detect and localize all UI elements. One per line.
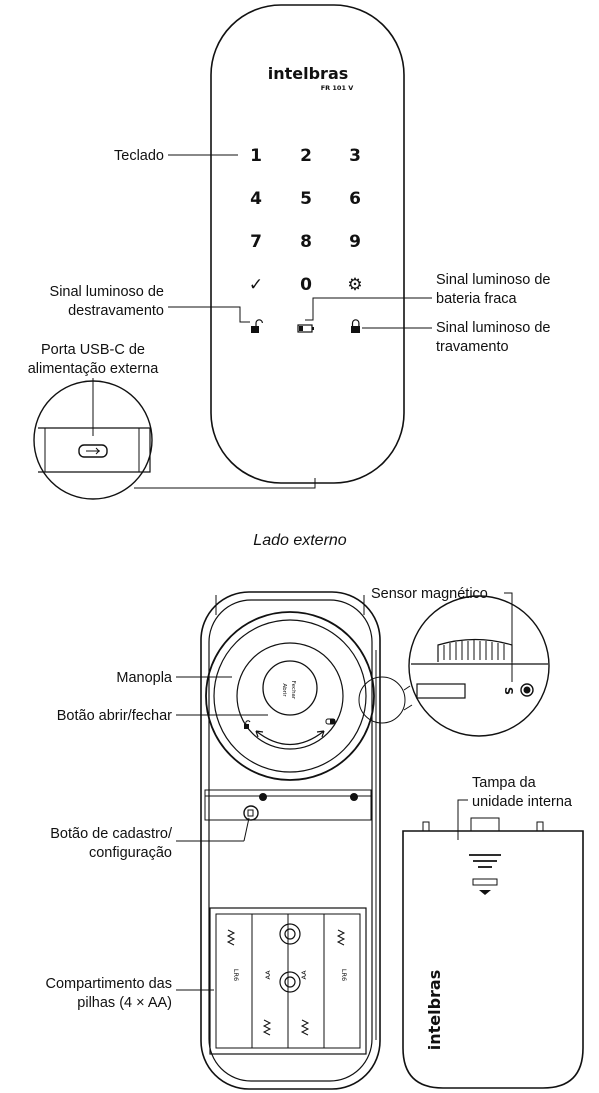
key-settings[interactable]: ⚙	[347, 275, 362, 295]
label-sensor: Sensor magnético	[371, 586, 488, 602]
label-bateria-2: bateria fraca	[436, 291, 518, 307]
leader-usb	[134, 478, 316, 489]
cover-slide-icon	[472, 878, 498, 886]
label-botao-abrir: Botão abrir/fechar	[57, 708, 172, 724]
battery-3-label: AA	[300, 970, 308, 980]
key-3[interactable]: 3	[349, 146, 361, 166]
label-pilhas-1: Compartimento das	[45, 976, 172, 992]
internal-unit: Abrir Fechar	[200, 591, 381, 1090]
battery-1-label: LR6	[232, 969, 240, 981]
key-1[interactable]: 1	[250, 146, 262, 166]
battery-compartment	[209, 907, 367, 1055]
leader-sensor	[504, 592, 513, 682]
battery-2-label: AA	[264, 970, 272, 980]
lock-mark-icon	[325, 718, 336, 725]
external-unit-body	[210, 4, 405, 484]
leader-tampa	[457, 799, 468, 840]
label-travamento-1: Sinal luminoso de	[436, 320, 550, 336]
label-tampa-1: Tampa da	[472, 775, 537, 791]
label-teclado: Teclado	[114, 148, 164, 164]
leader-bateria	[305, 297, 432, 321]
sensor-detail: S	[358, 595, 550, 737]
label-destravamento-1: Sinal luminoso de	[50, 284, 164, 300]
unlock-mark-icon	[244, 720, 251, 729]
key-6[interactable]: 6	[349, 189, 361, 209]
sensor-mark: S	[502, 687, 515, 695]
key-4[interactable]: 4	[250, 189, 262, 209]
label-cadastro-1: Botão de cadastro/	[50, 826, 173, 842]
label-destravamento-2: destravamento	[68, 303, 164, 319]
key-8[interactable]: 8	[300, 232, 312, 252]
open-close-button[interactable]	[262, 660, 318, 716]
lock-indicator-icon	[351, 319, 360, 333]
label-usb-2: alimentação externa	[28, 361, 160, 377]
battery-indicator-icon	[297, 324, 314, 333]
key-9[interactable]: 9	[349, 232, 361, 252]
brand-logo: intelbras	[268, 64, 349, 83]
leader-destravamento	[168, 306, 250, 323]
cover-brand-logo: intelbras	[425, 970, 444, 1051]
knob-text-abrir: Abrir	[281, 683, 287, 697]
caption-lado-externo: Lado externo	[253, 532, 347, 549]
rotation-arrow	[255, 730, 325, 745]
key-0[interactable]: 0	[300, 275, 312, 295]
key-2[interactable]: 2	[300, 146, 312, 166]
label-tampa-2: unidade interna	[472, 794, 573, 810]
internal-cover: intelbras	[402, 817, 584, 1089]
label-travamento-2: travamento	[436, 339, 509, 355]
knob-text-fechar: Fechar	[290, 681, 296, 700]
battery-4-label: LR6	[340, 969, 348, 981]
label-usb-1: Porta USB-C de	[41, 342, 145, 358]
knob-outer-ring	[205, 611, 375, 781]
label-pilhas-2: pilhas (4 × AA)	[77, 995, 172, 1011]
model-label: FR 101 V	[321, 84, 354, 92]
keypad: 1 2 3 4 5 6 7 8 9 ✓ 0 ⚙	[249, 146, 363, 295]
label-bateria-1: Sinal luminoso de	[436, 272, 550, 288]
external-unit: intelbras FR 101 V 1 2 3 4 5 6 7 8 9 ✓ 0…	[210, 4, 405, 484]
key-confirm[interactable]: ✓	[249, 275, 263, 295]
usb-detail	[33, 378, 153, 500]
key-7[interactable]: 7	[250, 232, 262, 252]
label-cadastro-2: configuração	[89, 845, 172, 861]
cover-body	[402, 830, 584, 1089]
key-5[interactable]: 5	[300, 189, 312, 209]
knob-inner-ring	[236, 642, 344, 750]
battery-labels: LR6 AA AA LR6	[232, 969, 348, 981]
unlock-indicator-icon	[251, 319, 263, 333]
label-manopla: Manopla	[116, 670, 173, 686]
